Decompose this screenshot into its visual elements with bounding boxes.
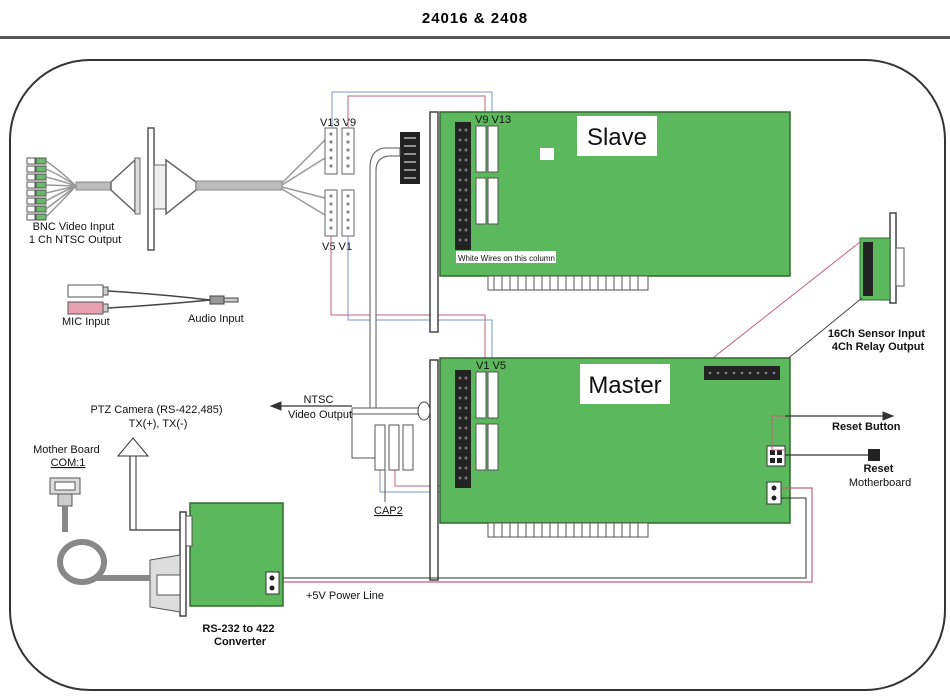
white-wires-note: White Wires on this column [458,254,555,263]
slave-chip [540,148,554,160]
master-video-headers [475,371,499,471]
bnc-cable-assembly [26,127,326,251]
power-line-red [283,487,813,583]
mic-input-label: MIC Input [62,316,110,328]
loose-connector-v13-v9 [324,127,355,175]
sensor-label: 16Ch Sensor Input 4Ch Relay Output [828,328,928,353]
power-header [766,481,782,505]
sensor-relay-board [859,212,905,304]
audio-input-label: Audio Input [188,313,244,325]
bnc-bracket [147,127,155,251]
ribbon-cable-slave [369,132,420,411]
bnc-label: BNC Video Input 1 Ch NTSC Output [29,221,121,246]
master-label-box [580,364,670,404]
power-line-black [283,497,807,579]
power-line-label: +5V Power Line [306,590,384,602]
slave-idc-header [455,122,471,250]
bnc-connectors [26,157,47,221]
v13-v9-label: V13 V9 [320,117,356,129]
reset-motherboard-label: Reset Motherboard [849,463,911,489]
rs232-converter [149,502,284,617]
ptz-cable [129,450,180,531]
slave-bracket [429,111,439,333]
master-v1-v5-label: V1 V5 [476,360,506,372]
com1-cable [49,477,150,585]
sensor-ribbon [703,241,863,366]
mother-board-label: Mother Board COM:1 [33,444,103,469]
master-idc-header [455,370,471,488]
ntsc-jack [417,401,431,421]
slave-label-box [577,116,657,156]
reset-button-label: Reset Button [832,421,901,433]
loose-connector-v5-v1 [324,189,355,237]
ptz-arrow [116,437,150,457]
v5-v1-label: V5 V1 [322,241,352,253]
ptz-label: PTZ Camera (RS-422,485) TX(+), TX(-) [90,404,225,430]
slave-label: Slave [587,124,647,151]
audio-cable [67,284,239,315]
outer-frame [9,59,946,691]
slave-v9-v13-label: V9 V13 [475,114,511,126]
ntsc-label: NTSC Video Output [288,394,352,421]
title-rule [0,36,950,39]
slave-card: Slave V9 V13 White Wires on this column [429,111,791,333]
page-title: 24016 & 2408 [421,10,529,27]
master-card: Master V1 V5 [429,357,791,581]
master-bracket [429,359,439,581]
cap2-connector [374,424,414,471]
converter-label: RS-232 to 422 Converter [202,623,277,648]
master-label: Master [588,372,661,399]
slave-video-headers [475,125,499,225]
cap2-label: CAP2 [374,505,403,517]
reset-motherboard-connector [868,449,880,461]
reset-header [766,445,786,467]
